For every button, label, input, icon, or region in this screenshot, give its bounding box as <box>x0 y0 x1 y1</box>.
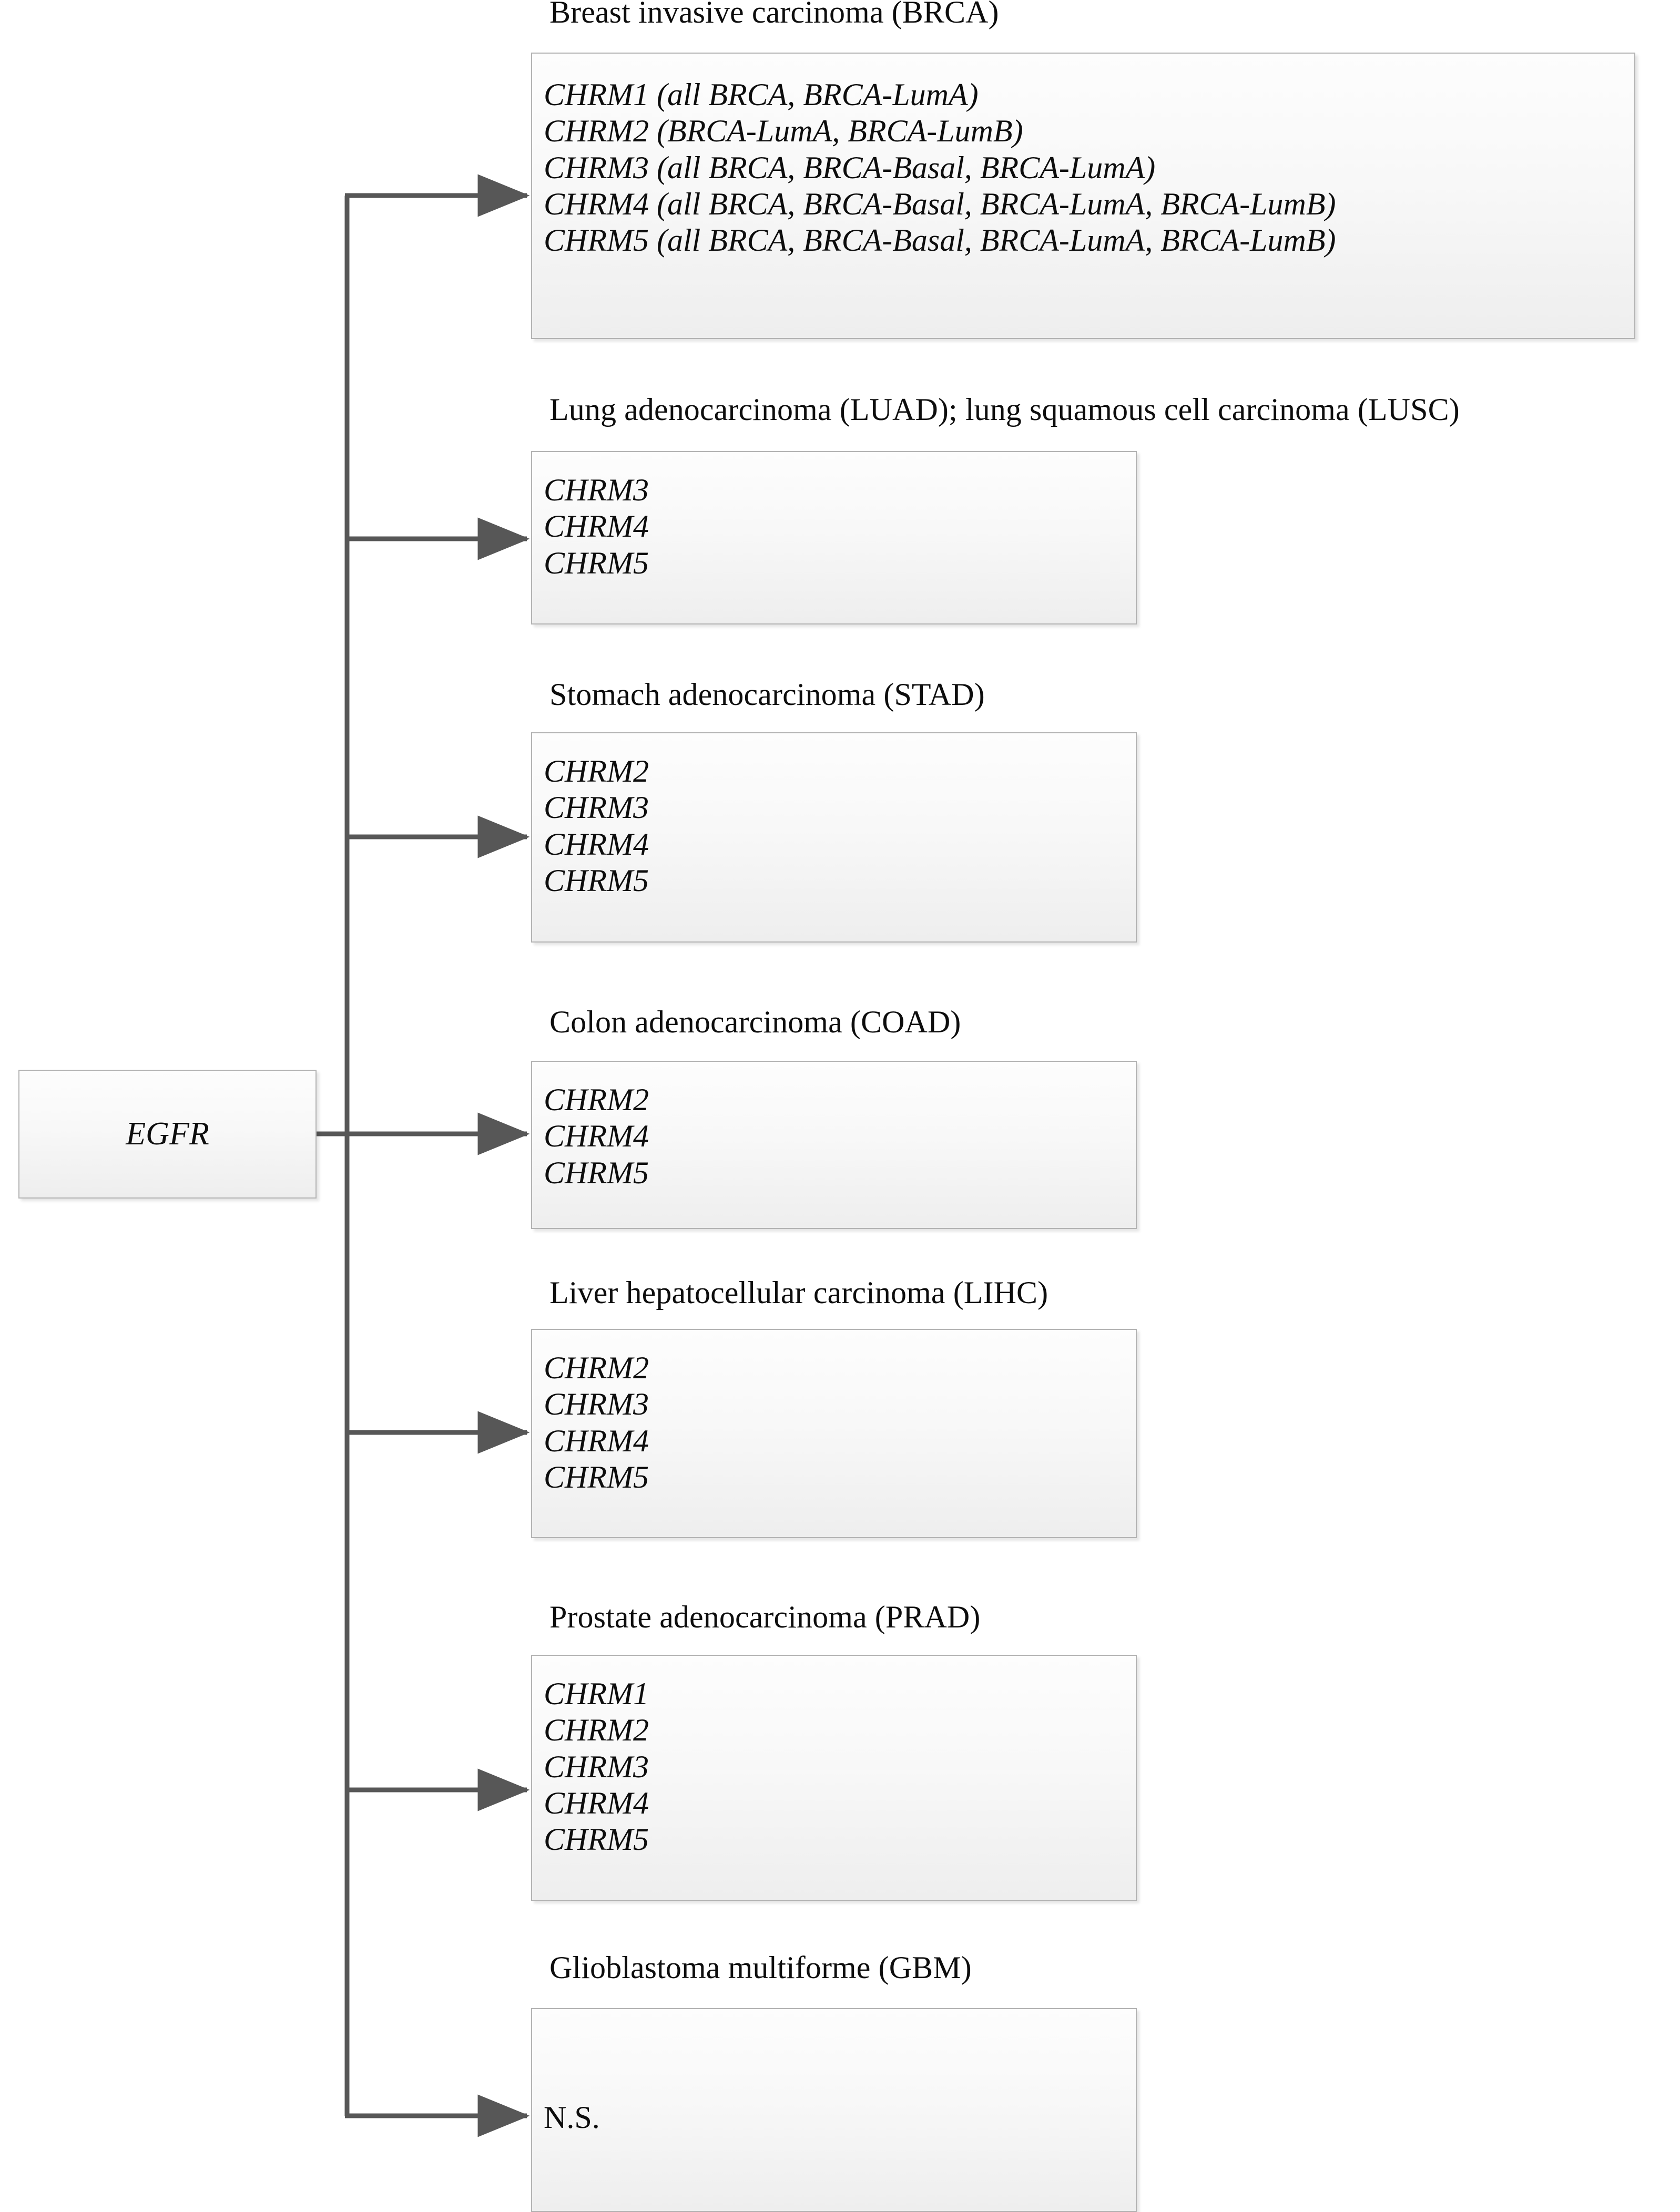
gene-entry: CHRM4 <box>544 1119 649 1154</box>
section-header-gbm: Glioblastoma multiforme (GBM) <box>549 1950 972 1985</box>
gene-entry: CHRM4 (all BRCA, BRCA-Basal, BRCA-LumA, … <box>544 186 1336 221</box>
gene-entry: CHRM5 (all BRCA, BRCA-Basal, BRCA-LumA, … <box>544 223 1336 258</box>
outcome-box-gbm[interactable]: N.S. <box>531 2008 1137 2212</box>
gene-entry: CHRM4 <box>544 826 649 862</box>
gene-entry: CHRM2 <box>544 1713 649 1748</box>
outcome-box-brca[interactable]: CHRM1 (all BRCA, BRCA-LumA) CHRM2 (BRCA-… <box>531 53 1635 339</box>
gene-entry: CHRM5 <box>544 863 649 898</box>
gene-list-lihc: CHRM2 CHRM3 CHRM4 CHRM5 <box>544 1350 1131 1496</box>
outcome-box-coad[interactable]: CHRM2 CHRM4 CHRM5 <box>531 1061 1137 1229</box>
gene-entry: CHRM2 <box>544 754 649 788</box>
gene-list-coad: CHRM2 CHRM4 CHRM5 <box>544 1082 1131 1191</box>
source-node-egfr[interactable]: EGFR <box>18 1070 317 1199</box>
outcome-box-stad[interactable]: CHRM2 CHRM3 CHRM4 CHRM5 <box>531 732 1137 943</box>
gene-entry: CHRM2 <box>544 1350 649 1385</box>
gene-entry: CHRM5 <box>544 1459 649 1494</box>
gene-entry: CHRM4 <box>544 509 649 544</box>
section-header-coad: Colon adenocarcinoma (COAD) <box>549 1005 961 1039</box>
gene-entry: CHRM3 <box>544 790 649 825</box>
gene-entry: CHRM5 <box>544 1822 649 1857</box>
gene-entry: CHRM3 <box>544 1387 649 1422</box>
gene-entry: CHRM2 (BRCA-LumA, BRCA-LumB) <box>544 114 1023 149</box>
gene-list-stad: CHRM2 CHRM3 CHRM4 CHRM5 <box>544 753 1131 899</box>
gene-entry-ns: N.S. <box>544 2100 600 2135</box>
gene-entry: CHRM3 <box>544 473 649 507</box>
section-header-lihc: Liver hepatocellular carcinoma (LIHC) <box>549 1275 1048 1310</box>
gene-entry: CHRM5 <box>544 1155 649 1190</box>
section-header-prad: Prostate adenocarcinoma (PRAD) <box>549 1600 981 1634</box>
gene-entry: CHRM3 (all BRCA, BRCA-Basal, BRCA-LumA) <box>544 150 1156 185</box>
gene-entry: CHRM5 <box>544 545 649 580</box>
section-header-luad-lusc: Lung adenocarcinoma (LUAD); lung squamou… <box>549 392 1460 427</box>
gene-list-luad-lusc: CHRM3 CHRM4 CHRM5 <box>544 472 1131 581</box>
gene-entry: CHRM3 <box>544 1749 649 1784</box>
gene-entry: CHRM4 <box>544 1785 649 1820</box>
section-header-brca: Breast invasive carcinoma (BRCA) <box>549 0 999 29</box>
outcome-box-prad[interactable]: CHRM1 CHRM2 CHRM3 CHRM4 CHRM5 <box>531 1655 1137 1901</box>
source-node-label: EGFR <box>126 1116 209 1152</box>
gene-entry: CHRM2 <box>544 1082 649 1117</box>
gene-entry: CHRM1 (all BRCA, BRCA-LumA) <box>544 77 979 112</box>
gene-entry: CHRM4 <box>544 1423 649 1458</box>
gene-entry: CHRM1 <box>544 1676 649 1711</box>
outcome-box-lihc[interactable]: CHRM2 CHRM3 CHRM4 CHRM5 <box>531 1329 1137 1538</box>
section-header-stad: Stomach adenocarcinoma (STAD) <box>549 677 985 712</box>
gene-list-brca: CHRM1 (all BRCA, BRCA-LumA) CHRM2 (BRCA-… <box>544 77 1629 259</box>
gene-list-prad: CHRM1 CHRM2 CHRM3 CHRM4 CHRM5 <box>544 1676 1131 1858</box>
outcome-box-luad-lusc[interactable]: CHRM3 CHRM4 CHRM5 <box>531 451 1137 624</box>
